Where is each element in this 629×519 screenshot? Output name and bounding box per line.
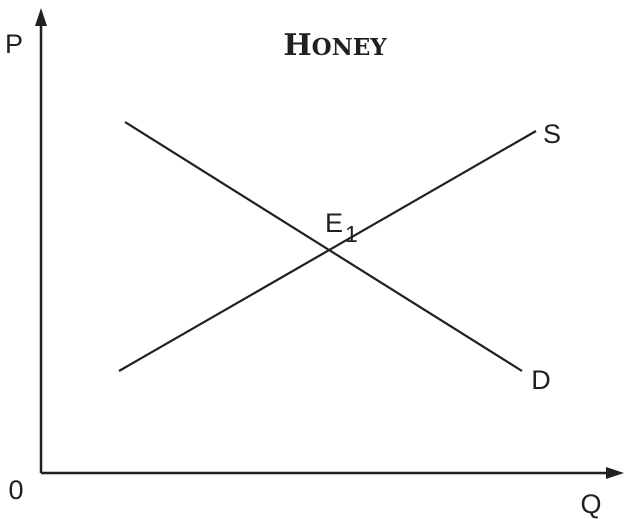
y-axis-arrowhead <box>35 8 47 26</box>
equilibrium-label-letter: E <box>325 208 343 238</box>
supply-curve <box>118 130 537 372</box>
demand-curve <box>124 121 523 372</box>
x-axis-arrowhead <box>606 467 624 479</box>
origin-label: 0 <box>8 475 23 505</box>
title-rest: ONEY <box>312 34 388 61</box>
equilibrium-label-subscript: 1 <box>345 221 358 247</box>
demand-label: D <box>531 365 551 395</box>
y-axis-label: P <box>5 29 23 59</box>
supply-label: S <box>543 119 561 149</box>
diagram-title: HONEY <box>283 28 387 63</box>
x-axis-label: Q <box>580 489 601 519</box>
title-initial: H <box>283 28 311 63</box>
